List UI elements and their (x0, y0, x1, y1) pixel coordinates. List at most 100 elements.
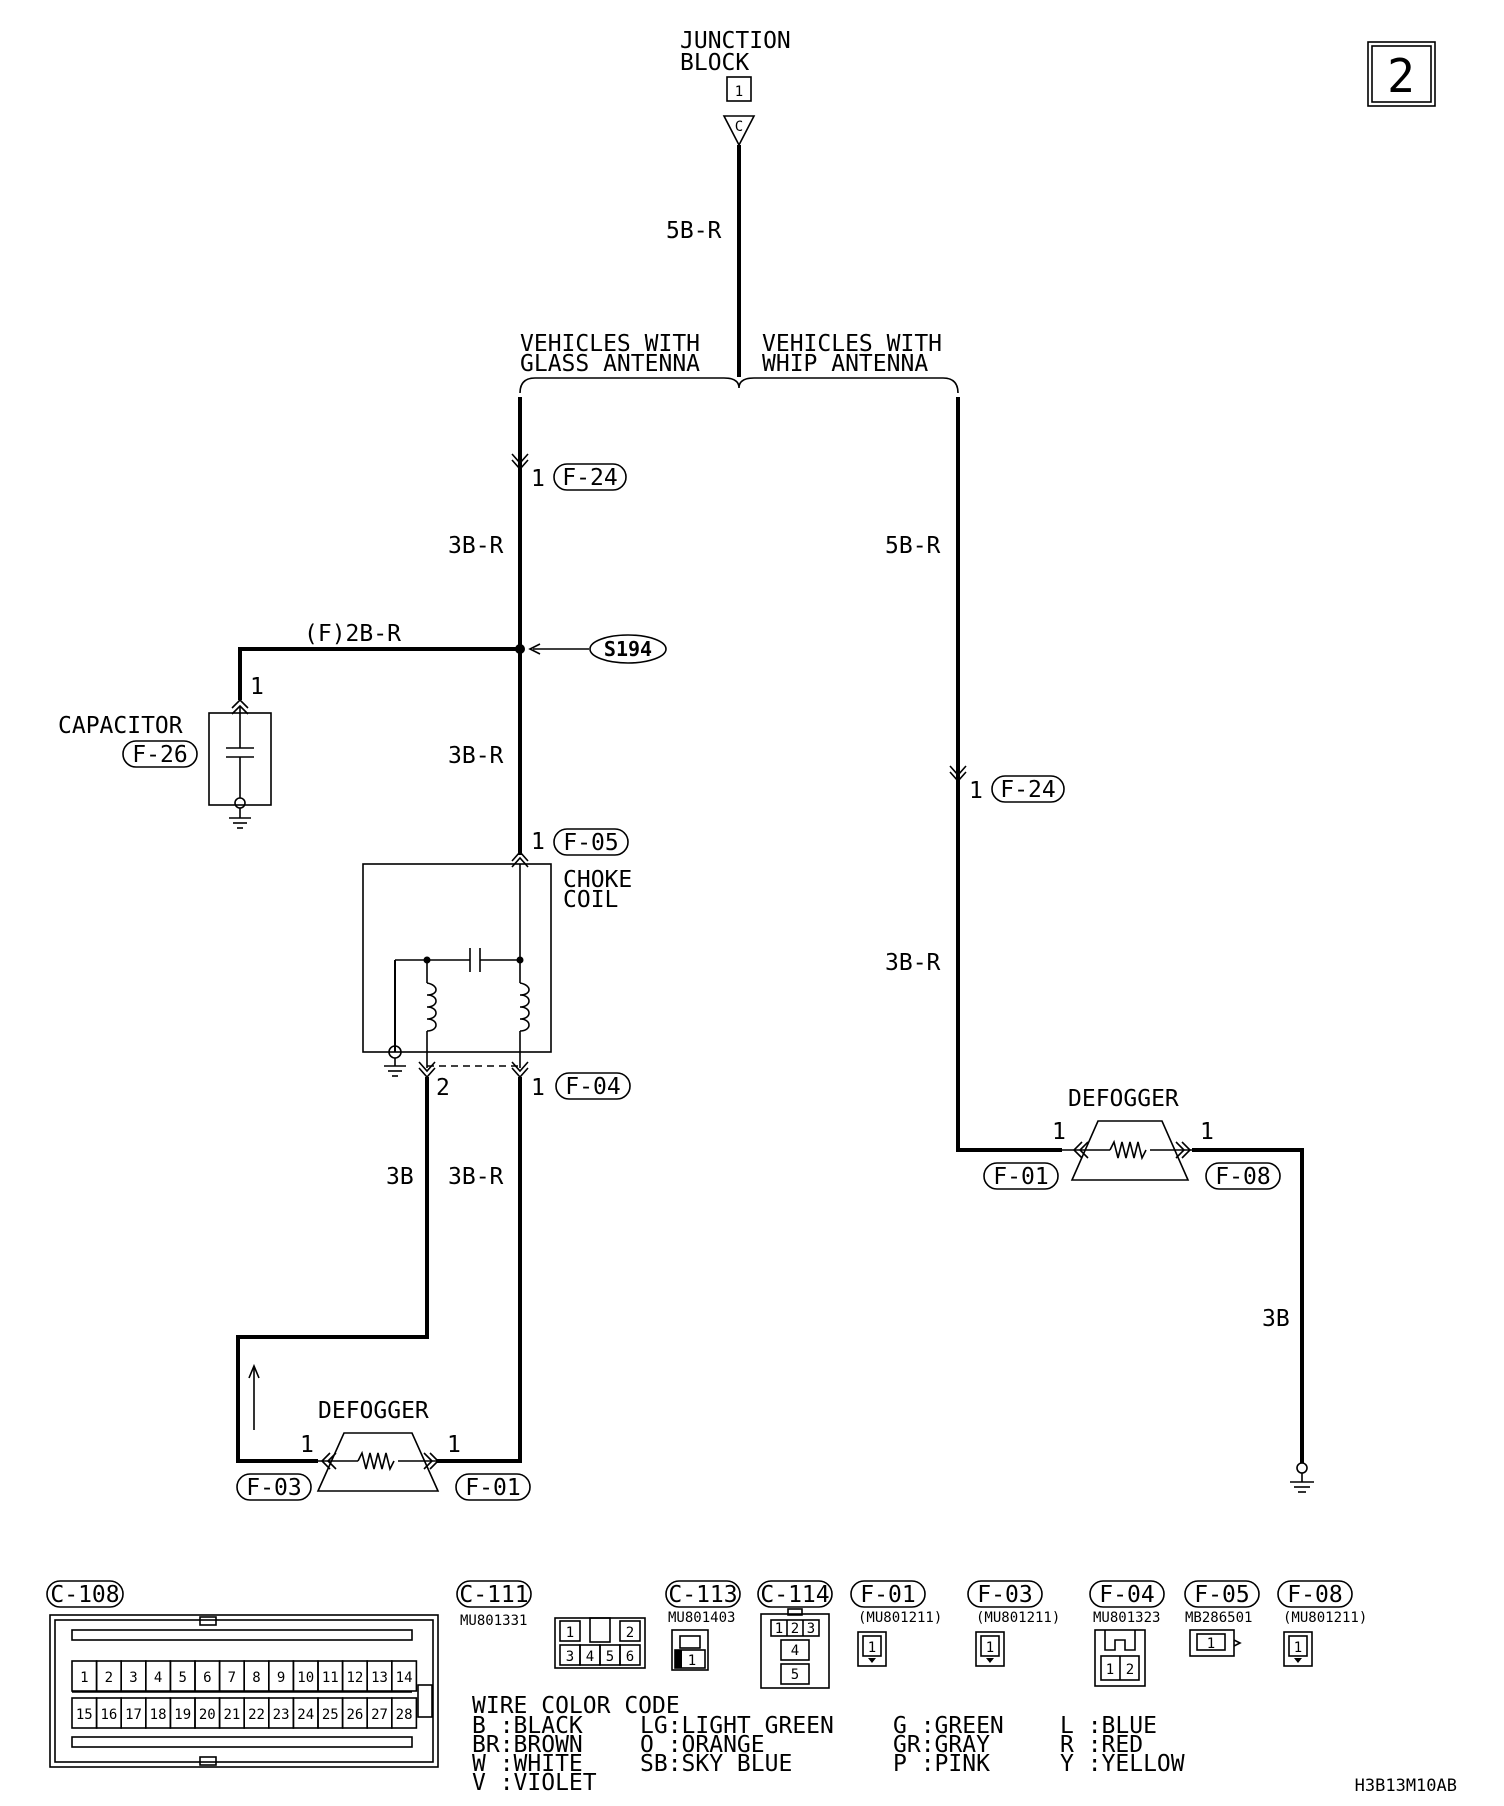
c108-pin: 1 (80, 1670, 88, 1686)
f03-part: (MU801211) (976, 1610, 1060, 1626)
c113-part: MU801403 (668, 1610, 735, 1626)
c111-part: MU801331 (460, 1613, 527, 1629)
connector-c114: C-114 1 2 3 4 5 (757, 1580, 833, 1689)
c108-pin: 23 (273, 1707, 290, 1723)
capacitor-branch-wire (238, 647, 520, 700)
defogger-left-name: DEFOGGER (318, 1398, 429, 1424)
c108-pin: 8 (252, 1670, 260, 1686)
c108-pin-cell (390, 1660, 418, 1692)
c111-pin: 6 (626, 1649, 634, 1665)
choke-out-pin-1: 1 (531, 1075, 545, 1101)
branch-glass-1: VEHICLES WITH (520, 331, 700, 357)
capacitor-connector-badge (122, 740, 198, 768)
right-main-wire (956, 397, 1062, 1152)
choke-in-badge (553, 828, 629, 856)
f24-right-connector: F-24 (1000, 777, 1055, 803)
wcc-entry: V :VIOLET (472, 1770, 597, 1796)
document-code: H3B13M10AB (1355, 1776, 1457, 1796)
capacitor-name: CAPACITOR (58, 713, 183, 739)
c108-pin: 20 (199, 1707, 216, 1723)
defogger-right (1062, 1120, 1192, 1181)
c108-label: C-108 (50, 1582, 119, 1608)
c114-pin: 2 (791, 1621, 799, 1637)
ground-symbol (1290, 1462, 1314, 1493)
connector-c111: C-111 MU801331 1 2 3 4 5 6 (456, 1580, 646, 1669)
c114-pin: 1 (775, 1621, 783, 1637)
defogger-left-conn-r: F-01 (465, 1475, 520, 1501)
c114-pin: 5 (791, 1667, 799, 1683)
choke-label-2: COIL (563, 887, 618, 913)
defogger-left-pin-r: 1 (447, 1432, 461, 1458)
f08-part: (MU801211) (1283, 1610, 1367, 1626)
f05-pin: 1 (1207, 1636, 1215, 1652)
connector-f03: F-03 (MU801211) 1 (967, 1580, 1060, 1667)
f24-left-pin: 1 (531, 466, 545, 492)
wcc-entry: SB:SKY BLUE (640, 1751, 792, 1777)
capacitor-connector: F-26 (132, 742, 187, 768)
choke-out-pin-2: 2 (436, 1075, 450, 1101)
c113-pin: 1 (688, 1653, 696, 1669)
wire-color-code: WIRE COLOR CODE B :BLACK BR:BROWN W :WHI… (472, 1693, 1185, 1796)
c108-pin: 7 (228, 1670, 236, 1686)
c114-label: C-114 (760, 1582, 829, 1608)
left-return-wire (236, 1077, 429, 1463)
right-mid-wire-label: 3B-R (885, 950, 941, 976)
connector-f05: F-05 MB286501 1 (1184, 1580, 1260, 1657)
c111-pin: 2 (626, 1625, 634, 1641)
c114-pin: 4 (791, 1643, 799, 1659)
f04-pin: 2 (1126, 1662, 1134, 1678)
branch-wire-label: (F)2B-R (304, 621, 401, 647)
wcc-entry: W :WHITE (472, 1751, 583, 1777)
choke-coil (362, 863, 552, 1079)
c111-pin: 5 (606, 1649, 614, 1665)
c108-pin: 10 (297, 1670, 314, 1686)
c108-pin: 18 (150, 1707, 167, 1723)
left-mid-wire-label: 3B-R (448, 743, 504, 769)
defogger-right-name: DEFOGGER (1068, 1086, 1179, 1112)
page-number: 2 (1387, 49, 1415, 103)
connector-mark (511, 453, 529, 471)
wcc-entry: Y :YELLOW (1060, 1751, 1185, 1777)
branch-whip-2: WHIP ANTENNA (762, 351, 928, 377)
f05-label: F-05 (1194, 1582, 1249, 1608)
wcc-entry: BR:BROWN (472, 1732, 583, 1758)
f01-label: F-01 (860, 1582, 915, 1608)
branch-brace (519, 377, 959, 394)
defogger-right-pin-r: 1 (1200, 1119, 1214, 1145)
c113-label: C-113 (668, 1582, 737, 1608)
c108-pin: 9 (277, 1670, 285, 1686)
junction-block-connector: C (735, 119, 743, 135)
c114-pin: 3 (807, 1621, 815, 1637)
wcc-entry: R :RED (1060, 1732, 1143, 1758)
left-return-wire-label: 3B (386, 1164, 414, 1190)
f24-left-connector: F-24 (562, 465, 617, 491)
choke-in-pin: 1 (531, 829, 545, 855)
c108-pin: 3 (129, 1670, 137, 1686)
c111-pin: 3 (566, 1649, 574, 1665)
c108-pin: 14 (396, 1670, 413, 1686)
connector-f04: F-04 MU801323 1 2 (1089, 1580, 1165, 1687)
defogger-left-pin-l: 1 (300, 1432, 314, 1458)
f05-part: MB286501 (1185, 1610, 1252, 1626)
right-ground-wire (1192, 1148, 1304, 1463)
f08-label: F-08 (1287, 1582, 1342, 1608)
right-ground-wire-label: 3B (1262, 1306, 1290, 1332)
f24-left-badge (553, 463, 627, 491)
choke-out-badge (555, 1072, 631, 1100)
junction-block-pin: 1 (735, 84, 743, 100)
splice-badge (589, 634, 667, 664)
splice-label: S194 (604, 637, 652, 661)
c108-pin: 11 (322, 1670, 339, 1686)
junction-block-title-1: JUNCTION (680, 28, 791, 54)
c108-pin: 17 (125, 1707, 142, 1723)
top-wire-label: 5B-R (666, 218, 722, 244)
c108-pin: 2 (105, 1670, 113, 1686)
left-lower-wire (436, 1077, 522, 1463)
f03-label: F-03 (977, 1582, 1032, 1608)
f24-right-pin: 1 (969, 778, 983, 804)
choke-in-connector: F-05 (563, 830, 618, 856)
choke-out-connector: F-04 (565, 1074, 620, 1100)
wcc-entry: GR:GRAY (893, 1732, 990, 1758)
c111-pin: 1 (566, 1625, 574, 1641)
right-upper-wire-label: 5B-R (885, 533, 941, 559)
